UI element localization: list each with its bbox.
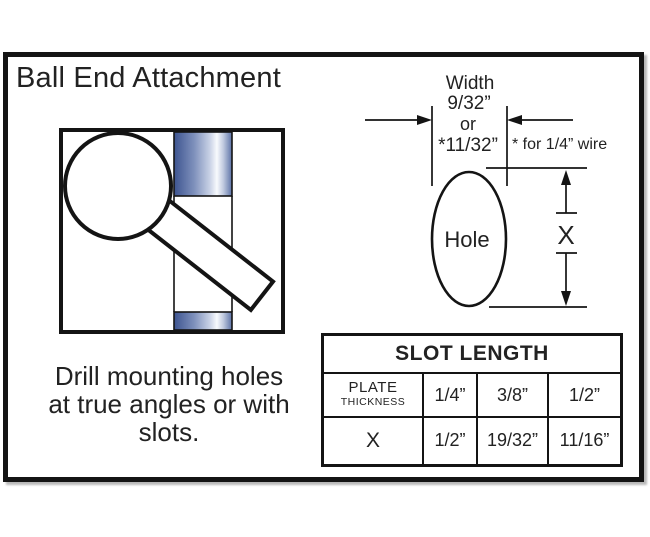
- post-bottom-segment: [173, 311, 233, 331]
- width-arrow-left-head: [417, 115, 432, 125]
- hole-label: Hole: [444, 227, 490, 252]
- plate-thickness-header: PLATE THICKNESS: [321, 372, 424, 418]
- thickness-value-2: 3/8”: [476, 372, 549, 418]
- thickness-label: THICKNESS: [340, 396, 406, 408]
- width-arrow-right-head: [507, 115, 522, 125]
- slot-arrow-up-head: [561, 170, 571, 185]
- table-row-x: X 1/2” 19/32” 11/16”: [321, 416, 623, 466]
- page-title: Ball End Attachment: [16, 62, 281, 94]
- table-title: SLOT LENGTH: [321, 333, 623, 374]
- plate-label: PLATE: [348, 379, 398, 396]
- caption-line-2: at true angles or with: [48, 389, 290, 419]
- wire-footnote: * for 1/4” wire: [512, 136, 608, 153]
- slot-length-x-label: X: [557, 220, 575, 250]
- width-value-alt: *11/32”: [438, 135, 498, 156]
- slot-hole-outline: [430, 170, 508, 308]
- x-value-2: 19/32”: [476, 416, 549, 466]
- caption-line-1: Drill mounting holes: [54, 361, 284, 391]
- caption: Drill mounting holes at true angles or w…: [20, 362, 318, 446]
- ball-end-diagram: [59, 128, 285, 334]
- slot-arrow-down-head: [561, 291, 571, 306]
- x-row-label: X: [321, 416, 424, 466]
- slot-length-table: SLOT LENGTH PLATE THICKNESS 1/4” 3/8” 1/…: [321, 333, 623, 467]
- thickness-value-3: 1/2”: [547, 372, 623, 418]
- width-label: Width: [445, 73, 495, 94]
- width-value-primary: 9/32”: [447, 93, 491, 114]
- table-row-header: SLOT LENGTH: [321, 333, 623, 374]
- x-value-3: 11/16”: [547, 416, 623, 466]
- thickness-value-1: 1/4”: [422, 372, 478, 418]
- width-dimension: [365, 106, 573, 186]
- width-or-label: or: [459, 114, 476, 134]
- post-top-segment: [173, 131, 233, 197]
- ball: [63, 131, 173, 241]
- slot-length-dimension: [486, 167, 587, 308]
- table-row-thickness: PLATE THICKNESS 1/4” 3/8” 1/2”: [321, 372, 623, 418]
- caption-line-3: slots.: [138, 417, 200, 447]
- x-value-1: 1/2”: [422, 416, 478, 466]
